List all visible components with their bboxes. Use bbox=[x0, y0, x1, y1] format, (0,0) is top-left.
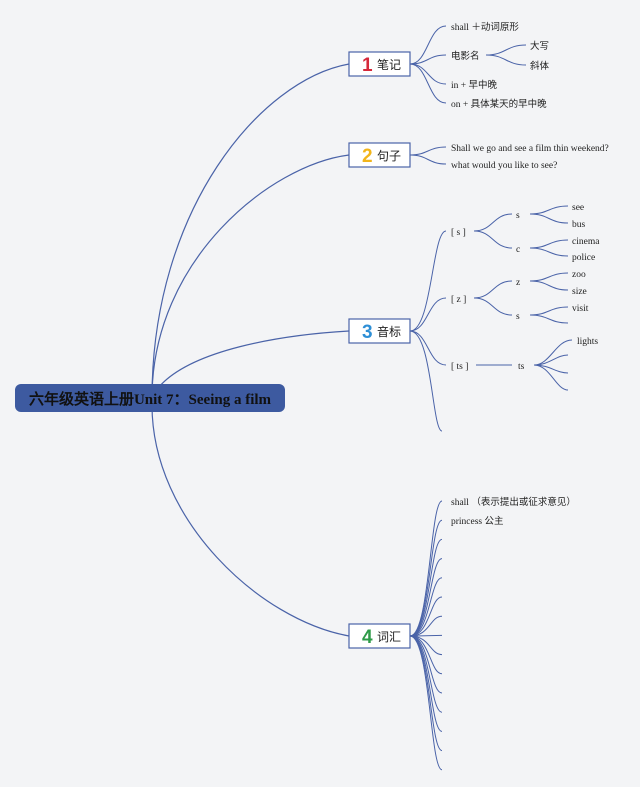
connector-b3-i4 bbox=[409, 330, 443, 432]
branch-box-3 bbox=[348, 318, 411, 344]
connector-b2-i2 bbox=[409, 154, 447, 165]
letter-s-z: s bbox=[516, 312, 520, 322]
word-size: size bbox=[572, 287, 587, 297]
connector-root-b2 bbox=[151, 154, 350, 399]
vocab-connectors bbox=[409, 500, 443, 771]
root-title: 六年级英语上册Unit 7：Seeing a film bbox=[29, 390, 272, 408]
vocab-connector bbox=[409, 558, 443, 637]
branch-label-2: 句子 bbox=[377, 149, 401, 163]
word-cinema: cinema bbox=[572, 237, 600, 247]
connector-s-see bbox=[529, 205, 569, 215]
phonetic-s: [ s ] bbox=[451, 228, 466, 238]
connector-b2-i1 bbox=[409, 146, 447, 156]
note-sub-2: 斜体 bbox=[530, 60, 550, 72]
sentence-1: Shall we go and see a film thin weekend? bbox=[451, 143, 609, 154]
branch-vocabulary[interactable]: 4 词汇 bbox=[348, 623, 411, 649]
sentence-2: what would you like to see? bbox=[451, 161, 557, 171]
word-see: see bbox=[572, 203, 584, 213]
connector-b3-i3 bbox=[409, 330, 447, 366]
connector-s2-visit bbox=[529, 306, 569, 316]
letter-c: c bbox=[516, 245, 520, 255]
connector-b1-i2 bbox=[409, 54, 447, 65]
vocab-connector bbox=[409, 615, 443, 637]
branch-notes[interactable]: 1 笔记 bbox=[348, 51, 411, 77]
note-item-4: on + 具体某天的早中晚 bbox=[451, 98, 547, 110]
vocab-list: shall （表示提出或征求意见） princess 公主 bbox=[451, 496, 576, 527]
connector-ts-w4 bbox=[533, 364, 569, 391]
connector-b1-i4 bbox=[409, 63, 447, 104]
connector-root-b4 bbox=[151, 404, 350, 637]
branch-number-3: 3 bbox=[362, 322, 373, 343]
note-item-2: 电影名 bbox=[451, 50, 480, 62]
connector-root-b1 bbox=[151, 63, 350, 399]
root-box bbox=[15, 384, 285, 412]
vocab-connector bbox=[409, 519, 443, 637]
branch-number-4: 4 bbox=[362, 627, 373, 648]
branch-number-1: 1 bbox=[362, 55, 373, 76]
connector-z-s bbox=[473, 297, 513, 316]
branch-label-4: 词汇 bbox=[377, 630, 401, 644]
word-lights: lights bbox=[577, 337, 598, 347]
vocab-connector bbox=[409, 635, 443, 771]
note-item-3: in + 早中晚 bbox=[451, 79, 497, 91]
connector-c-police bbox=[529, 247, 569, 257]
connector-root-b3 bbox=[157, 330, 350, 389]
note-item-1: shall ＋动词原形 bbox=[451, 21, 519, 33]
branch-box-2 bbox=[348, 142, 411, 168]
connector-c-cinema bbox=[529, 239, 569, 249]
connector-b1-sub1 bbox=[485, 44, 527, 56]
branch-label-3: 音标 bbox=[377, 324, 401, 339]
phonetic-ts: [ ts ] bbox=[451, 362, 468, 372]
connector-b3-i1 bbox=[409, 230, 447, 332]
connector-ts-w2 bbox=[533, 354, 569, 366]
connector-s-s bbox=[473, 213, 513, 232]
phonetic-z: [ z ] bbox=[451, 295, 466, 305]
vocab-item: princess 公主 bbox=[451, 515, 504, 527]
word-police: police bbox=[572, 253, 595, 263]
letter-z: z bbox=[516, 278, 520, 288]
vocab-connector bbox=[409, 538, 443, 637]
branch-label-1: 笔记 bbox=[377, 57, 401, 72]
root-node[interactable]: 六年级英语上册Unit 7：Seeing a film bbox=[15, 384, 285, 412]
branch-box-1 bbox=[348, 51, 411, 77]
connector-s2-blank bbox=[529, 314, 569, 324]
connector-b3-i2 bbox=[409, 297, 447, 332]
vocab-connector bbox=[409, 596, 443, 637]
connector-z-zoo bbox=[529, 272, 569, 282]
connector-z-size bbox=[529, 280, 569, 291]
word-visit: visit bbox=[572, 304, 589, 314]
branch-box-4 bbox=[348, 623, 411, 649]
word-zoo: zoo bbox=[572, 270, 586, 280]
letter-ts: ts bbox=[518, 362, 525, 372]
connector-b1-i3 bbox=[409, 63, 447, 85]
connector-s-bus bbox=[529, 213, 569, 224]
connector-z-z bbox=[473, 280, 513, 299]
note-sub-1: 大写 bbox=[530, 40, 549, 52]
branch-sentences[interactable]: 2 句子 bbox=[348, 142, 411, 168]
vocab-item: shall （表示提出或征求意见） bbox=[451, 496, 576, 508]
connector-b1-sub2 bbox=[485, 54, 527, 66]
branch-number-2: 2 bbox=[362, 146, 373, 167]
connector-b1-i1 bbox=[409, 25, 447, 65]
word-bus: bus bbox=[572, 220, 586, 230]
vocab-connector bbox=[409, 577, 443, 637]
vocab-connector bbox=[409, 500, 443, 637]
connectors bbox=[151, 25, 573, 771]
branch-phonetics[interactable]: 3 音标 bbox=[348, 318, 411, 344]
vocab-connector bbox=[409, 635, 443, 694]
connector-s-c bbox=[473, 230, 513, 249]
letter-s: s bbox=[516, 211, 520, 221]
connector-ts-lights bbox=[533, 339, 573, 366]
